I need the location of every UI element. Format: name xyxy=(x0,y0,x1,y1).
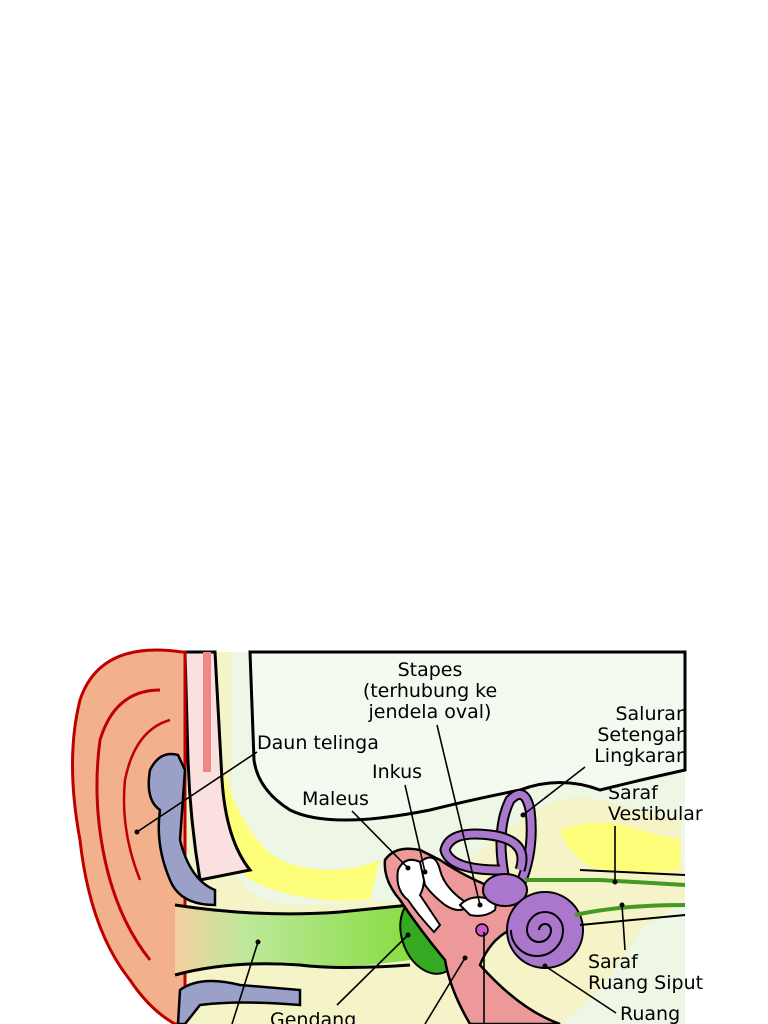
label-saraf-vestibular-1: Saraf xyxy=(608,782,659,804)
bone-yellow-band xyxy=(205,700,380,901)
upper-region xyxy=(248,650,687,822)
cochlear-nerve xyxy=(574,903,686,917)
malleus-bone xyxy=(396,858,442,934)
ear-canal xyxy=(175,905,410,975)
label-saluran: Saluran xyxy=(615,703,688,725)
canal-lower-wall xyxy=(174,962,411,977)
label-stapes-note-1: (terhubung ke xyxy=(363,680,497,702)
cochlea-spiral xyxy=(510,911,565,957)
label-saraf-ruang-siput-1: Saraf xyxy=(588,951,639,973)
label-lingkaran: Lingkaran xyxy=(594,745,688,767)
inner-ear-bone xyxy=(560,822,680,873)
vestibule xyxy=(482,873,528,907)
label-saraf-ruang-siput-2: Ruang Siput xyxy=(588,972,703,994)
label-inkus: Inkus xyxy=(372,761,422,783)
semicircular-canal-2-fill xyxy=(441,830,526,874)
cartilage-upper xyxy=(147,752,217,907)
skin-red-line xyxy=(203,652,211,772)
label-stapes-note-2: jendela oval) xyxy=(368,701,492,723)
leader-lines xyxy=(134,724,626,1024)
label-stapes: Stapes xyxy=(398,659,463,681)
label-maleus: Maleus xyxy=(302,788,369,810)
vestibular-nerve xyxy=(525,878,686,887)
round-window xyxy=(475,923,489,937)
label-ruang: Ruang xyxy=(620,1003,680,1024)
pinna-inner-fold xyxy=(95,688,161,961)
label-gendang: Gendang xyxy=(270,1009,356,1024)
label-setengah: Setengah xyxy=(597,724,688,746)
middle-ear-cavity xyxy=(383,847,561,1024)
nerve-bundle-outline xyxy=(579,869,686,926)
label-daun-telinga: Daun telinga xyxy=(257,732,379,754)
canal-upper-wall xyxy=(174,903,411,916)
cochlea xyxy=(506,891,584,969)
label-saraf-vestibular-2: Vestibular xyxy=(608,803,703,825)
pinna-inner-fold-2 xyxy=(122,718,171,881)
skin-strip xyxy=(183,650,253,882)
